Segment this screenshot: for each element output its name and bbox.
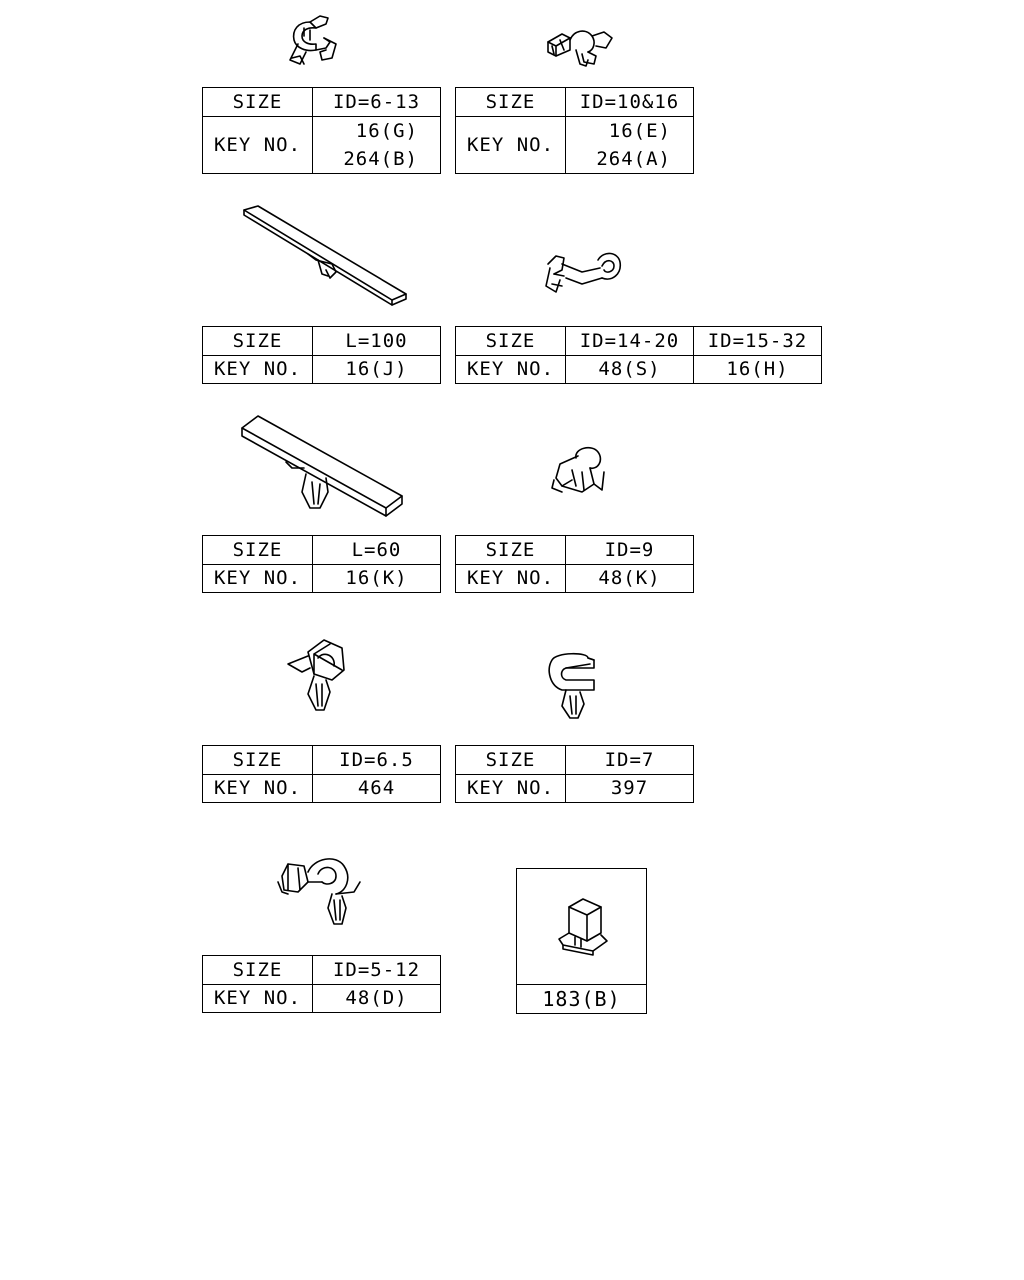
size-label: SIZE	[202, 535, 313, 565]
size-label: SIZE	[202, 326, 313, 356]
harness-clip-icon	[287, 639, 345, 711]
spec-table-part-2: SIZE ID=10&16 KEY NO. 16(E) 264(A)	[455, 87, 694, 174]
spec-table-part-7: SIZE ID=6.5 KEY NO. 464	[202, 745, 441, 803]
size-value: ID=5-12	[312, 955, 441, 985]
push-clip-icon	[551, 446, 605, 493]
size-value: ID=6-13	[312, 87, 441, 117]
size-value: ID=9	[565, 535, 694, 565]
part-box-picture	[517, 869, 646, 985]
size-value: L=60	[312, 535, 441, 565]
key-no-value: 16(H)	[693, 355, 822, 384]
part-box-key-no: 183(B)	[542, 987, 621, 1011]
key-no-value: 464	[312, 774, 441, 803]
key-no-value: 16(J)	[312, 355, 441, 384]
spec-table-part-4: SIZE ID=14-20 ID=15-32 KEY NO. 48(S) 16(…	[455, 326, 822, 384]
square-clip-icon	[558, 898, 608, 956]
key-no-label: KEY NO.	[455, 774, 566, 803]
size-label: SIZE	[202, 745, 313, 775]
double-clip-icon	[277, 858, 361, 925]
key-no-label: KEY NO.	[202, 774, 313, 803]
key-no-value: 48(K)	[565, 564, 694, 593]
key-no-label: KEY NO.	[455, 564, 566, 593]
size-label: SIZE	[455, 745, 566, 775]
size-value: ID=7	[565, 745, 694, 775]
size-value: ID=14-20	[565, 326, 694, 356]
key-no-value-line: 264(B)	[343, 148, 418, 170]
clip-icon	[547, 30, 613, 67]
size-value: ID=6.5	[312, 745, 441, 775]
size-value: L=100	[312, 326, 441, 356]
key-no-value: 16(G) 264(B)	[312, 116, 441, 174]
key-no-value-line: 264(A)	[596, 148, 671, 170]
spec-table-part-1: SIZE ID=6-13 KEY NO. 16(G) 264(B)	[202, 87, 441, 174]
key-no-label: KEY NO.	[455, 116, 566, 174]
key-no-value: 16(E) 264(A)	[565, 116, 694, 174]
spec-table-part-5: SIZE L=60 KEY NO. 16(K)	[202, 535, 441, 593]
size-label: SIZE	[202, 955, 313, 985]
size-label: SIZE	[202, 87, 313, 117]
hose-clamp-icon	[289, 15, 337, 65]
key-no-value: 48(D)	[312, 984, 441, 1013]
key-no-label: KEY NO.	[202, 116, 313, 174]
key-no-value: 16(K)	[312, 564, 441, 593]
spec-table-part-8: SIZE ID=7 KEY NO. 397	[455, 745, 694, 803]
size-label: SIZE	[455, 326, 566, 356]
spec-table-part-9: SIZE ID=5-12 KEY NO. 48(D)	[202, 955, 441, 1013]
size-value: ID=15-32	[693, 326, 822, 356]
size-value: ID=10&16	[565, 87, 694, 117]
spec-table-part-3: SIZE L=100 KEY NO. 16(J)	[202, 326, 441, 384]
key-no-label: KEY NO.	[455, 355, 566, 384]
key-no-value: 48(S)	[565, 355, 694, 384]
size-label: SIZE	[455, 535, 566, 565]
part-box-183b: 183(B)	[516, 868, 647, 1014]
spec-table-part-6: SIZE ID=9 KEY NO. 48(K)	[455, 535, 694, 593]
key-no-label: KEY NO.	[202, 984, 313, 1013]
key-no-value-line: 16(E)	[608, 120, 671, 142]
long-strip-clip-icon	[243, 205, 407, 306]
key-no-label: KEY NO.	[202, 564, 313, 593]
short-strip-clip-icon	[241, 415, 403, 517]
c-clip-icon	[548, 652, 595, 719]
key-no-value-line: 16(G)	[355, 120, 418, 142]
size-label: SIZE	[455, 87, 566, 117]
hose-clip-icon	[545, 252, 622, 293]
key-no-value: 397	[565, 774, 694, 803]
key-no-label: KEY NO.	[202, 355, 313, 384]
